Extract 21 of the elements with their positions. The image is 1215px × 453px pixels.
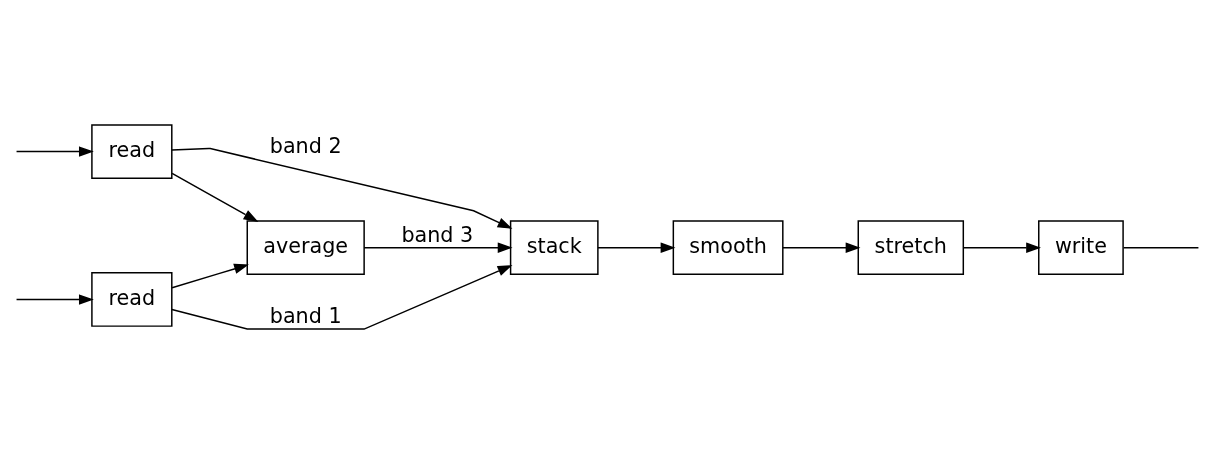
arrow	[15, 145, 94, 157]
node-box: read	[91, 123, 173, 179]
arrow	[962, 242, 1041, 253]
arrow	[363, 242, 513, 253]
node-box: write	[1038, 219, 1124, 275]
node-box: smooth	[672, 219, 784, 275]
arrow	[782, 242, 861, 253]
arrow	[171, 147, 513, 229]
node-box: stack	[509, 219, 599, 275]
arrow	[171, 172, 259, 222]
arrow	[171, 264, 513, 330]
edge-label: band 1	[269, 303, 342, 328]
node-box: average	[246, 219, 365, 275]
node-box: stretch	[857, 219, 965, 275]
edge-label: band 2	[269, 133, 342, 158]
arrow	[171, 263, 249, 288]
connector	[1122, 246, 1200, 248]
edge-label: band 3	[401, 222, 474, 247]
arrow	[597, 242, 676, 253]
node-box: read	[91, 271, 173, 327]
arrow	[15, 293, 94, 305]
